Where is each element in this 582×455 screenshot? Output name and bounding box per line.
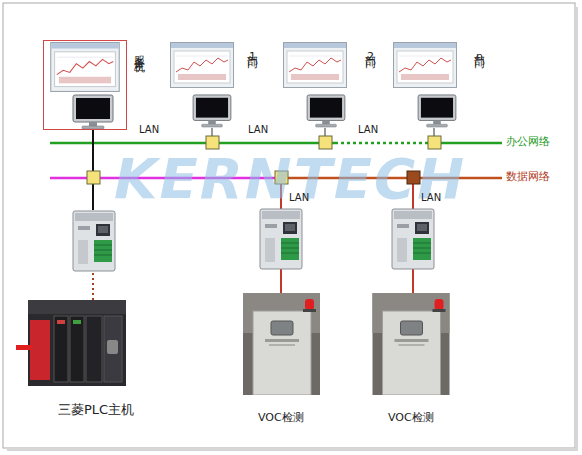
device-box: 部门n <box>390 40 460 128</box>
node-label: VOC检测 <box>258 410 304 425</box>
node-label: 服务主机 <box>133 47 145 55</box>
device-box: 部门2 <box>280 40 350 128</box>
node-label: 部门n <box>473 46 485 65</box>
node-label: 数据网络 <box>506 169 550 184</box>
node-label: 部门1 <box>246 46 258 65</box>
node-label: 办公网络 <box>506 134 550 149</box>
edge-label: LAN <box>421 192 441 203</box>
network-cable <box>92 130 94 176</box>
node-label: VOC检测 <box>388 410 434 425</box>
node-label: 三菱PLC主机 <box>58 401 134 419</box>
device-box: 服务主机 <box>43 40 127 130</box>
lan-label: LAN <box>139 124 159 135</box>
edge-label: LAN <box>289 192 309 203</box>
device-box: 三菱PLC主机 <box>28 300 126 386</box>
device-box: 部门1 <box>168 40 236 128</box>
device-box: VOC检测 <box>372 293 450 395</box>
device-box: VOC检测 <box>243 293 320 395</box>
lan-label: LAN <box>248 124 268 135</box>
lan-label: LAN <box>358 124 378 135</box>
node-label: 部门2 <box>364 46 376 65</box>
